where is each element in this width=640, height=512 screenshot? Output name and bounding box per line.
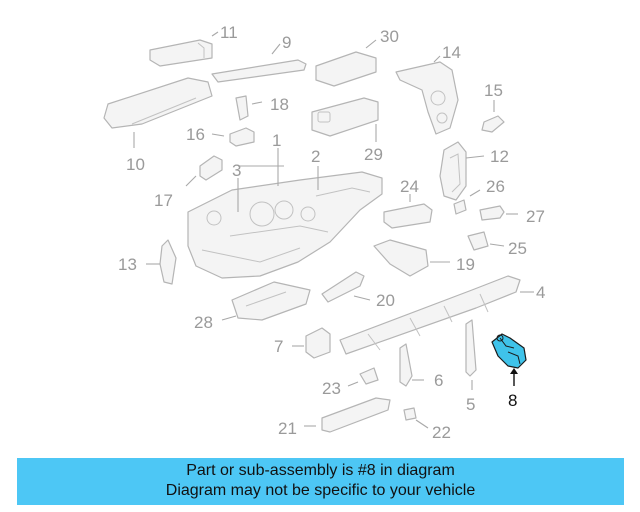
- part-8-highlighted: [491, 333, 527, 386]
- part-15: [481, 100, 505, 133]
- callout-9: 9: [282, 33, 291, 52]
- part-23: [347, 367, 379, 387]
- part-13: [146, 239, 177, 285]
- callout-2: 2: [311, 147, 320, 166]
- part-5: [465, 319, 477, 390]
- callout-10: 10: [126, 155, 145, 174]
- part-11: [149, 31, 219, 67]
- callout-15: 15: [484, 81, 503, 100]
- callout-26: 26: [486, 177, 505, 196]
- callout-17: 17: [154, 191, 173, 210]
- callout-18: 18: [270, 95, 289, 114]
- parts-diagram: 1 2 3 4 5 6 7 8 9 10 11 12 13 14 15 16 1…: [103, 23, 545, 442]
- callout-20: 20: [376, 291, 395, 310]
- part-16: [211, 127, 255, 147]
- callout-28: 28: [194, 313, 213, 332]
- part-30: [315, 39, 377, 87]
- callout-27: 27: [526, 207, 545, 226]
- callout-19: 19: [456, 255, 475, 274]
- part-14: [395, 55, 459, 135]
- callout-23: 23: [322, 379, 341, 398]
- part-19: [373, 239, 450, 277]
- part-26: [453, 189, 481, 215]
- part-17: [185, 155, 223, 187]
- part-20: [321, 271, 371, 303]
- part-22: [403, 407, 429, 429]
- part-7: [292, 327, 331, 359]
- part-28: [221, 281, 311, 321]
- callout-21: 21: [278, 419, 297, 438]
- callout-22: 22: [432, 423, 451, 442]
- part-29: [311, 97, 379, 142]
- part-6: [399, 343, 424, 387]
- part-18: [235, 95, 263, 121]
- callout-12: 12: [490, 147, 509, 166]
- banner-line-2: Diagram may not be specific to your vehi…: [165, 482, 476, 499]
- callout-6: 6: [434, 371, 443, 390]
- part-instrument-panel: [187, 148, 383, 279]
- callout-3: 3: [232, 161, 241, 180]
- callout-8: 8: [508, 391, 517, 410]
- callout-24: 24: [400, 177, 419, 196]
- callout-1: 1: [272, 131, 281, 150]
- callout-25: 25: [508, 239, 527, 258]
- part-25: [467, 231, 505, 251]
- part-10: [103, 77, 213, 148]
- callout-11: 11: [220, 23, 238, 42]
- part-12: [439, 141, 485, 201]
- part-9: [211, 43, 307, 83]
- callout-14: 14: [442, 43, 461, 62]
- info-banner: Part or sub-assembly is #8 in diagram Di…: [17, 458, 624, 505]
- banner-line-1: Part or sub-assembly is #8 in diagram: [186, 462, 455, 479]
- part-27: [479, 205, 518, 221]
- callout-7: 7: [274, 337, 283, 356]
- callout-29: 29: [364, 145, 383, 164]
- part-21: [304, 397, 391, 433]
- part-4: [339, 275, 534, 355]
- callout-4: 4: [536, 283, 545, 302]
- callout-5: 5: [466, 395, 475, 414]
- part-24: [383, 194, 433, 229]
- callout-30: 30: [380, 27, 399, 46]
- callout-13: 13: [118, 255, 137, 274]
- callout-16: 16: [186, 125, 205, 144]
